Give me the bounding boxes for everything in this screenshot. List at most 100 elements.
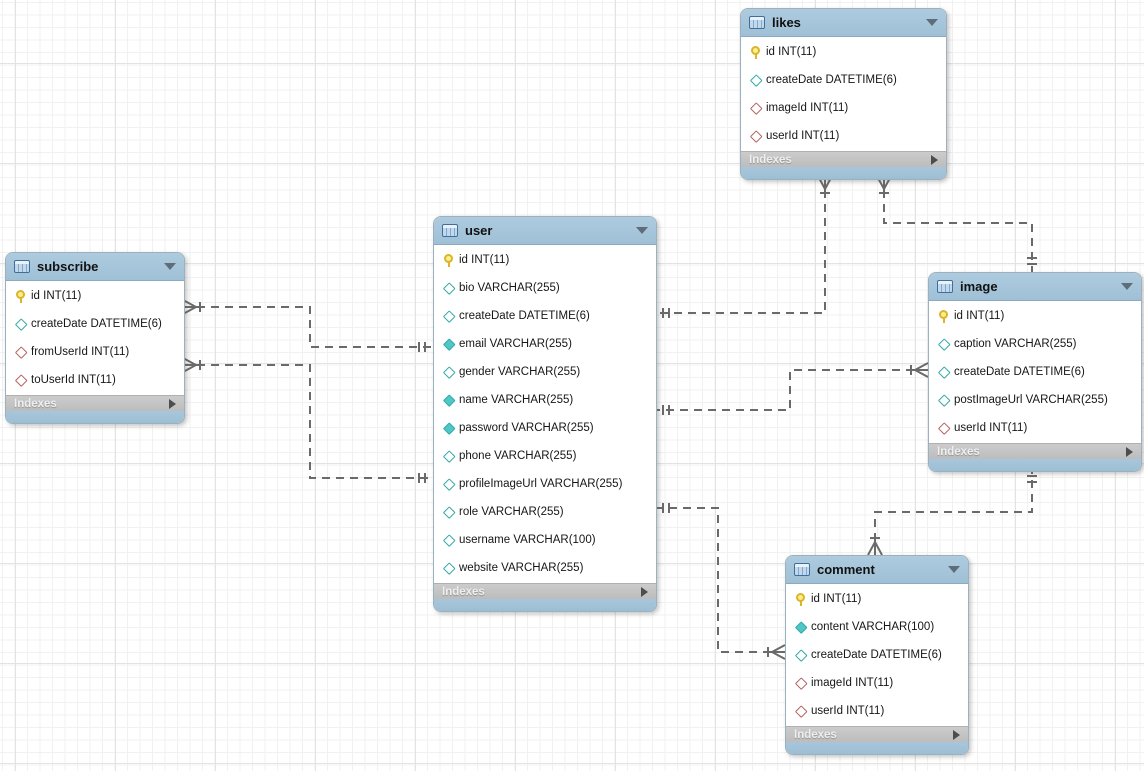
crows-foot-marker [771, 644, 786, 653]
table-header[interactable]: likes [741, 9, 946, 37]
relationship-comment-userId-to-user-id[interactable] [655, 503, 786, 660]
relationship-likes-userId-to-user-id[interactable] [655, 175, 833, 318]
relationship-line[interactable] [655, 176, 826, 314]
table-header[interactable]: subscribe [6, 253, 184, 281]
diamond-teal-open-icon [442, 282, 455, 295]
relationship-line[interactable] [655, 507, 785, 653]
field-row[interactable]: toUserId INT(11) [6, 366, 184, 394]
field-row[interactable]: password VARCHAR(255) [434, 414, 656, 442]
chevron-down-icon[interactable] [948, 566, 960, 573]
diamond-teal-open-icon [14, 318, 27, 331]
relationship-line[interactable] [183, 364, 433, 479]
field-label: id INT(11) [811, 593, 862, 605]
indexes-label: Indexes [794, 728, 837, 741]
field-row[interactable]: name VARCHAR(255) [434, 386, 656, 414]
relationship-subscribe-fromUserId-to-user-id[interactable] [182, 299, 433, 352]
indexes-label: Indexes [749, 153, 792, 166]
field-row[interactable]: website VARCHAR(255) [434, 554, 656, 582]
field-row[interactable]: userId INT(11) [741, 122, 946, 150]
table-subscribe[interactable]: subscribe id INT(11) createDate DATETIME(… [5, 252, 185, 424]
relationship-line[interactable] [883, 176, 1033, 272]
field-row[interactable]: createDate DATETIME(6) [434, 302, 656, 330]
crows-foot-marker [914, 362, 929, 371]
field-row[interactable]: caption VARCHAR(255) [929, 330, 1141, 358]
indexes-label: Indexes [442, 585, 485, 598]
field-row[interactable]: imageId INT(11) [741, 94, 946, 122]
field-row[interactable]: id INT(11) [741, 38, 946, 66]
indexes-footer[interactable]: Indexes [929, 443, 1141, 459]
diamond-teal-open-icon [442, 310, 455, 323]
field-row[interactable]: imageId INT(11) [786, 669, 968, 697]
field-label: toUserId INT(11) [31, 374, 116, 386]
table-comment[interactable]: comment id INT(11) content VARCHAR(100)cr… [785, 555, 969, 755]
table-title: image [960, 279, 998, 294]
field-label: id INT(11) [459, 254, 510, 266]
table-header[interactable]: user [434, 217, 656, 245]
diamond-red-open-icon [937, 422, 950, 435]
indexes-footer[interactable]: Indexes [741, 151, 946, 167]
field-label: createDate DATETIME(6) [766, 74, 897, 86]
field-row[interactable]: profileImageUrl VARCHAR(255) [434, 470, 656, 498]
field-label: gender VARCHAR(255) [459, 366, 581, 378]
field-row[interactable]: email VARCHAR(255) [434, 330, 656, 358]
field-row[interactable]: id INT(11) [786, 585, 968, 613]
relationship-image-userId-to-user-id[interactable] [655, 362, 929, 415]
field-row[interactable]: userId INT(11) [786, 697, 968, 725]
field-row[interactable]: fromUserId INT(11) [6, 338, 184, 366]
relationship-line[interactable] [183, 306, 433, 348]
field-row[interactable]: username VARCHAR(100) [434, 526, 656, 554]
field-row[interactable]: id INT(11) [6, 282, 184, 310]
diamond-teal-open-icon [937, 338, 950, 351]
indexes-footer[interactable]: Indexes [786, 726, 968, 742]
relationship-line[interactable] [655, 369, 928, 411]
field-row[interactable]: id INT(11) [929, 302, 1141, 330]
indexes-footer[interactable]: Indexes [434, 583, 656, 599]
chevron-down-icon[interactable] [636, 227, 648, 234]
field-row[interactable]: userId INT(11) [929, 414, 1141, 442]
expand-arrow-icon[interactable] [1126, 446, 1133, 457]
diamond-teal-open-icon [937, 394, 950, 407]
field-row[interactable]: role VARCHAR(255) [434, 498, 656, 526]
table-header[interactable]: image [929, 273, 1141, 301]
table-likes[interactable]: likes id INT(11) createDate DATETIME(6) im… [740, 8, 947, 180]
crows-foot-marker [771, 651, 786, 660]
field-row[interactable]: content VARCHAR(100) [786, 613, 968, 641]
table-icon [794, 563, 810, 576]
field-label: username VARCHAR(100) [459, 534, 596, 546]
chevron-down-icon[interactable] [926, 19, 938, 26]
table-image[interactable]: image id INT(11) caption VARCHAR(255)crea… [928, 272, 1142, 472]
expand-arrow-icon[interactable] [931, 154, 938, 165]
table-title: subscribe [37, 259, 99, 274]
chevron-down-icon[interactable] [164, 263, 176, 270]
field-row[interactable]: createDate DATETIME(6) [6, 310, 184, 338]
relationship-comment-imageId-to-image-id[interactable] [867, 468, 1037, 556]
field-label: password VARCHAR(255) [459, 422, 594, 434]
relationship-subscribe-toUserId-to-user-id[interactable] [182, 357, 433, 483]
table-icon [749, 16, 765, 29]
field-row[interactable]: phone VARCHAR(255) [434, 442, 656, 470]
table-header[interactable]: comment [786, 556, 968, 584]
field-label: website VARCHAR(255) [459, 562, 584, 574]
field-row[interactable]: createDate DATETIME(6) [741, 66, 946, 94]
relationship-line[interactable] [874, 468, 1033, 555]
expand-arrow-icon[interactable] [641, 586, 648, 597]
field-row[interactable]: gender VARCHAR(255) [434, 358, 656, 386]
table-body: id INT(11) createDate DATETIME(6) fromUser… [6, 281, 184, 395]
table-user[interactable]: user id INT(11) bio VARCHAR(255) createDat… [433, 216, 657, 612]
expand-arrow-icon[interactable] [953, 729, 960, 740]
field-row[interactable]: bio VARCHAR(255) [434, 274, 656, 302]
primary-key-icon [937, 309, 950, 323]
relationship-likes-imageId-to-image-id[interactable] [876, 175, 1037, 272]
indexes-footer[interactable]: Indexes [6, 395, 184, 411]
field-row[interactable]: postImageUrl VARCHAR(255) [929, 386, 1141, 414]
chevron-down-icon[interactable] [1121, 283, 1133, 290]
expand-arrow-icon[interactable] [169, 398, 176, 409]
field-label: userId INT(11) [766, 130, 840, 142]
field-label: id INT(11) [954, 310, 1005, 322]
field-row[interactable]: createDate DATETIME(6) [929, 358, 1141, 386]
field-row[interactable]: id INT(11) [434, 246, 656, 274]
field-label: bio VARCHAR(255) [459, 282, 560, 294]
field-label: createDate DATETIME(6) [31, 318, 162, 330]
field-row[interactable]: createDate DATETIME(6) [786, 641, 968, 669]
